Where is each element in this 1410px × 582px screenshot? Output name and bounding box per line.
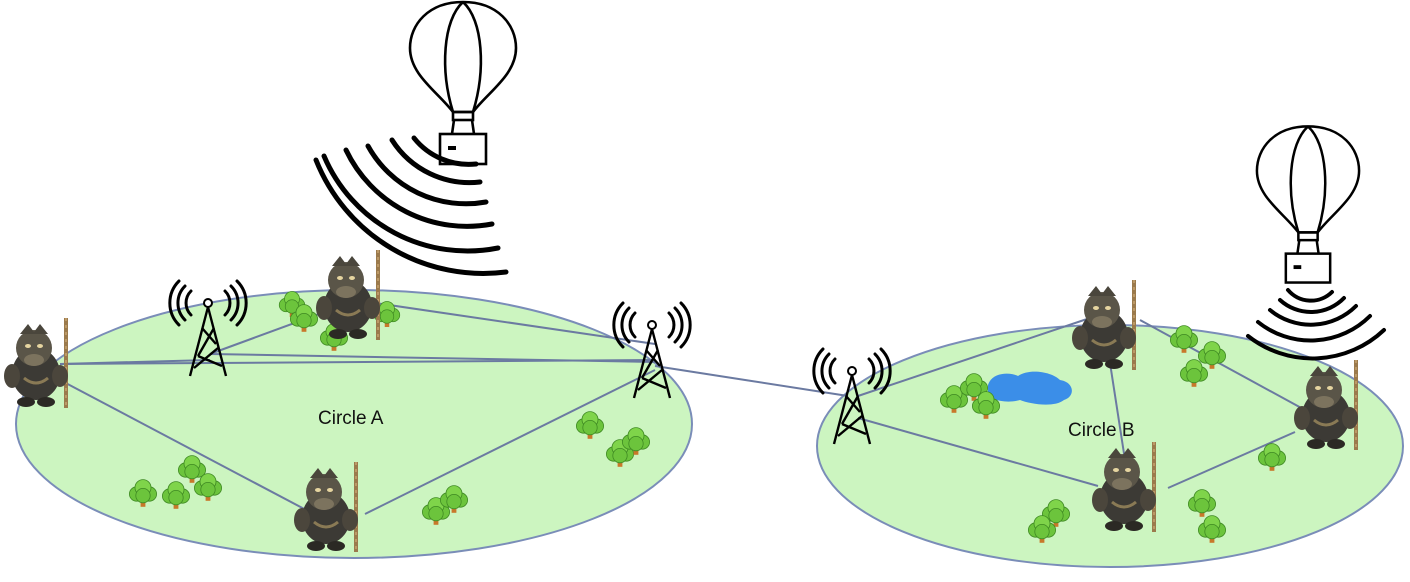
balloon-icon [408,0,518,166]
balloon-icon [1255,125,1361,284]
circle-a-label: Circle A [318,408,384,429]
signal-waves-icon [1246,288,1386,361]
network-links [59,299,1306,515]
signal-waves-icon [313,135,509,276]
circle-b-label: Circle B [1068,420,1135,441]
pond-icon [988,371,1072,405]
